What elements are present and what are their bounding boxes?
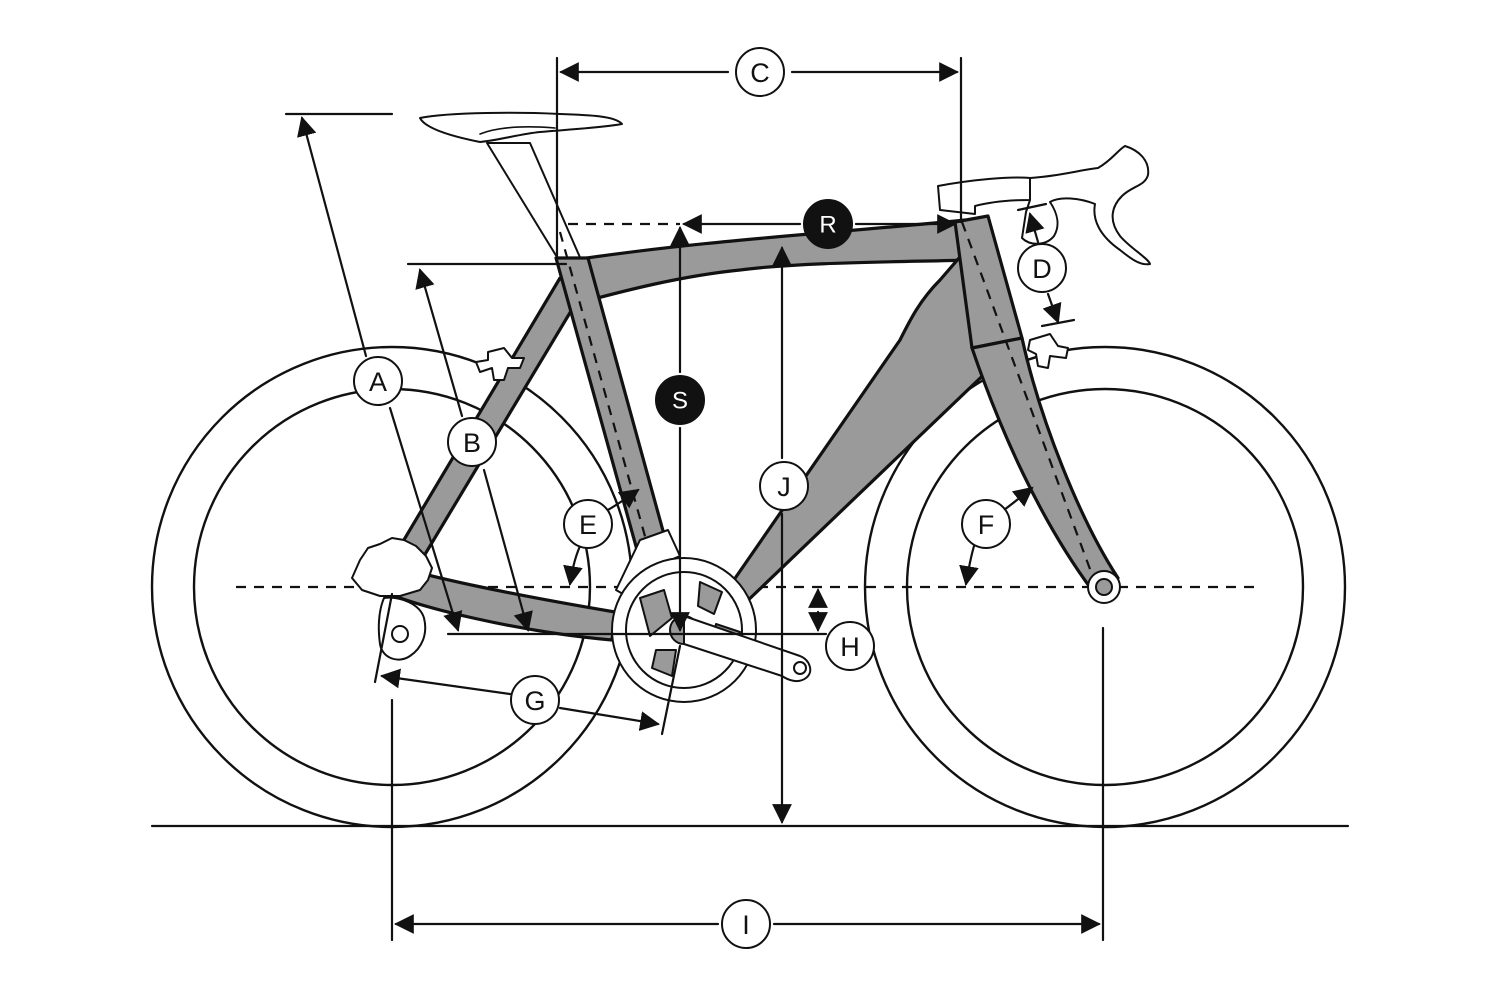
label-s: S	[655, 375, 705, 425]
front-brake	[1027, 333, 1069, 369]
label-b-text: B	[463, 428, 481, 458]
saddle	[419, 111, 623, 143]
label-d-text: D	[1032, 254, 1052, 284]
seatpost	[486, 142, 583, 263]
dimension-b	[406, 262, 568, 632]
label-c-text: C	[750, 58, 770, 88]
label-h-text: H	[840, 632, 860, 662]
label-e-text: E	[579, 510, 597, 540]
label-a-text: A	[369, 367, 387, 397]
label-i: I	[721, 899, 771, 949]
label-r-text: R	[819, 212, 836, 239]
front-axle	[1087, 570, 1121, 604]
label-g-text: G	[524, 686, 545, 716]
cassette	[351, 537, 433, 597]
label-e: E	[563, 499, 613, 549]
head-tube-axis	[960, 221, 1096, 581]
dimension-f	[959, 486, 1034, 586]
label-a: A	[353, 356, 403, 406]
label-f-text: F	[978, 510, 995, 540]
label-j-text: J	[777, 472, 791, 502]
dimension-a	[284, 112, 463, 632]
dimension-i	[390, 626, 1105, 942]
rear-brake	[475, 347, 525, 381]
label-d: D	[1017, 243, 1067, 293]
label-f: F	[961, 499, 1011, 549]
dimension-d	[1016, 202, 1076, 328]
label-j: J	[759, 461, 809, 511]
label-i-text: I	[742, 910, 750, 940]
label-s-text: S	[672, 388, 688, 415]
seat-tube-axis	[558, 231, 662, 591]
label-b: B	[447, 417, 497, 467]
label-g: G	[510, 675, 560, 725]
label-h: H	[825, 621, 875, 671]
label-c: C	[735, 47, 785, 97]
crankset	[611, 557, 812, 703]
label-r: R	[803, 199, 853, 249]
dimension-c	[555, 56, 963, 262]
rear-derailleur	[377, 596, 427, 661]
dimension-g	[373, 592, 682, 736]
